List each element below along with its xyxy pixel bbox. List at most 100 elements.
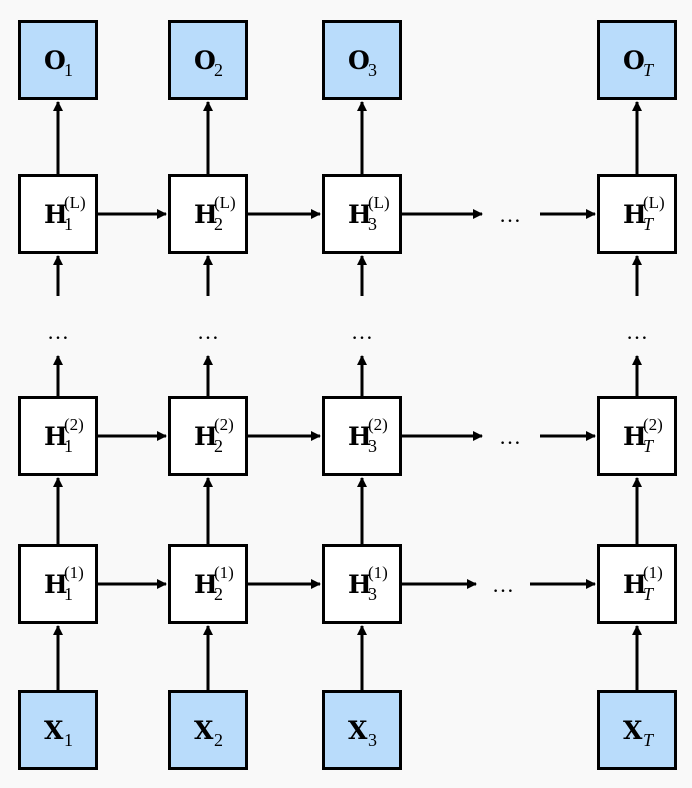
col-4-hidden-1-node-box	[597, 544, 677, 624]
col-4-hidden-2-node-superscript: (2)	[643, 415, 663, 434]
col-2-hidden-2-node: H2(2)	[168, 396, 248, 476]
col-1-input-node-subscript: 1	[64, 730, 73, 750]
col-2-hidden-2-node-symbol: H	[194, 422, 218, 451]
col-3-output-node-box	[322, 20, 402, 100]
col-4-hidden-1-node: HT (1)	[597, 544, 677, 624]
col-4-hidden-L-node-subscript: T	[643, 214, 655, 234]
col-3-input-node-subscript: 3	[368, 730, 377, 750]
col-2-output-node-symbol: O	[194, 46, 216, 75]
col-1-vertical-ellipsis: …	[47, 319, 69, 344]
col-4-hidden-2-node: HT (2)	[597, 396, 677, 476]
col-1-output-node: O1	[18, 20, 98, 100]
col-3-output-node-subscript: 3	[368, 60, 377, 80]
col-3-hidden-2-node-subscript: 3	[368, 436, 377, 456]
col-3-hidden-2-node-symbol: H	[348, 422, 372, 451]
col-1-hidden-2-node-superscript: (2)	[64, 415, 84, 434]
col-3-hidden-1-node: H3 (1)	[322, 544, 402, 624]
col-4-hidden-L-node-box	[597, 174, 677, 254]
col-2-output-node: O2	[168, 20, 248, 100]
col-4-input-node-subscript: T	[643, 730, 655, 750]
col-2-vertical-ellipsis: …	[197, 319, 219, 344]
col-1-hidden-L-node-box	[18, 174, 98, 254]
col-3-hidden-2-node-superscript: (2)	[368, 415, 388, 434]
col-4-hidden-1-node-superscript: (1)	[643, 563, 663, 582]
col-2-hidden-L-node-subscript: 2	[214, 214, 223, 234]
col-3-vertical-ellipsis: …	[351, 319, 373, 344]
col-4-hidden-2-node-symbol: H	[623, 422, 647, 451]
col-3-hidden-L-node-subscript: 3	[368, 214, 377, 234]
col-4-hidden-2-node-subscript: T	[643, 436, 655, 456]
col-3-hidden-L-node-box	[322, 174, 402, 254]
col-2-input-node-subscript: 2	[214, 730, 223, 750]
col-3-input-node-symbol: X	[348, 716, 368, 745]
col-1-hidden-2-node-box	[18, 396, 98, 476]
col-4-output-node: OT	[597, 20, 677, 100]
col-3-hidden-2-node: H3 (2)	[322, 396, 402, 476]
col-1-input-node-symbol: X	[44, 716, 64, 745]
col-4-input-node-symbol: X	[623, 716, 643, 745]
col-4-hidden-2-node-box	[597, 396, 677, 476]
col-3-output-node: O3	[322, 20, 402, 100]
col-3-hidden-1-node-subscript: 3	[368, 584, 377, 604]
col-2-hidden-1-node-subscript: 2	[214, 584, 223, 604]
col-4-output-node-subscript: T	[643, 60, 655, 80]
col-4-output-node-box	[597, 20, 677, 100]
col-2-hidden-L-node-superscript: (L)	[214, 193, 236, 212]
col-4-input-node-box	[597, 690, 677, 770]
col-2-hidden-1-node-box	[168, 544, 248, 624]
col-1-hidden-2-node: H1 (2)	[18, 396, 98, 476]
col-3-output-node-symbol: O	[348, 46, 370, 75]
col-1-hidden-L-node: H1 (L)	[18, 174, 98, 254]
col-3-hidden-1-node-symbol: H	[348, 570, 372, 599]
col-2-hidden-L-node-symbol: H	[194, 200, 218, 229]
col-1-hidden-2-node-symbol: H	[44, 422, 68, 451]
col-1-hidden-L-node-symbol: H	[44, 200, 68, 229]
col-2-input-node-symbol: X	[194, 716, 214, 745]
horizontal-ellipsis-hL: …	[499, 202, 521, 227]
col-2-hidden-1-node-symbol: H	[194, 570, 218, 599]
ellipsis-layer: …………………	[47, 202, 648, 597]
col-2-hidden-L-node-box	[168, 174, 248, 254]
col-4-hidden-1-node-symbol: H	[623, 570, 647, 599]
col-1-input-node-box	[18, 690, 98, 770]
horizontal-ellipsis-h1: …	[492, 572, 514, 597]
col-1-hidden-1-node-symbol: H	[44, 570, 68, 599]
col-1-hidden-1-node-subscript: 1	[64, 584, 73, 604]
col-2-output-node-box	[168, 20, 248, 100]
col-2-input-node-box	[168, 690, 248, 770]
col-1-hidden-2-node-subscript: 1	[64, 436, 73, 456]
col-1-hidden-1-node-box	[18, 544, 98, 624]
col-3-hidden-L-node-symbol: H	[348, 200, 372, 229]
col-4-vertical-ellipsis: …	[626, 319, 648, 344]
col-1-output-node-subscript: 1	[64, 60, 73, 80]
col-3-hidden-1-node-box	[322, 544, 402, 624]
col-3-hidden-L-node: H3 (L)	[322, 174, 402, 254]
col-2-hidden-2-node-box	[168, 396, 248, 476]
col-1-hidden-L-node-superscript: (L)	[64, 193, 86, 212]
arrows-layer	[53, 101, 642, 690]
col-4-hidden-L-node-superscript: (L)	[643, 193, 665, 212]
col-2-hidden-2-node-superscript: (2)	[214, 415, 234, 434]
col-4-output-node-symbol: O	[623, 46, 645, 75]
col-1-hidden-1-node: H1 (1)	[18, 544, 98, 624]
col-3-hidden-1-node-superscript: (1)	[368, 563, 388, 582]
col-3-hidden-2-node-box	[322, 396, 402, 476]
col-4-hidden-L-node: HT (L)	[597, 174, 677, 254]
col-1-output-node-symbol: O	[44, 46, 66, 75]
col-1-hidden-L-node-subscript: 1	[64, 214, 73, 234]
col-1-hidden-1-node-superscript: (1)	[64, 563, 84, 582]
col-1-output-node-box	[18, 20, 98, 100]
col-2-hidden-1-node: H2 (1)	[168, 544, 248, 624]
col-2-hidden-1-node-superscript: (1)	[214, 563, 234, 582]
col-3-hidden-L-node-superscript: (L)	[368, 193, 390, 212]
col-4-hidden-1-node-subscript: T	[643, 584, 655, 604]
col-3-input-node-box	[322, 690, 402, 770]
col-4-hidden-L-node-symbol: H	[623, 200, 647, 229]
col-2-hidden-L-node: H2 (L)	[168, 174, 248, 254]
